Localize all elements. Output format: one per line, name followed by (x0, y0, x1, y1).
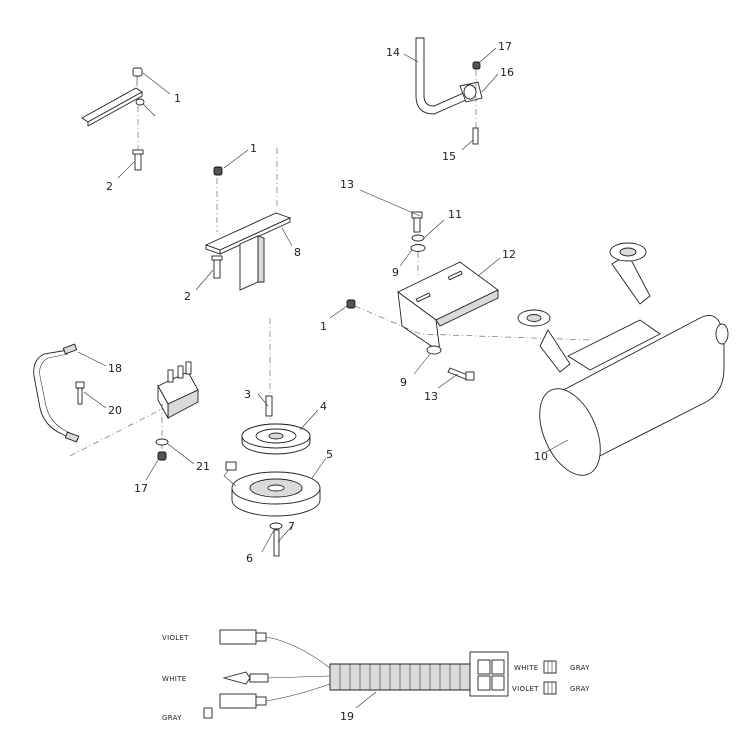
callout-number: 17 (134, 482, 148, 495)
callout-number: 6 (246, 552, 253, 565)
callout-number: 1 (174, 92, 181, 105)
callout-number: 13 (424, 390, 438, 403)
solenoid-relay (69, 361, 199, 481)
callout-number: 19 (340, 710, 354, 723)
callout-number: 2 (184, 290, 191, 303)
tube-clamp-assembly (403, 37, 499, 151)
callout-number: 21 (196, 460, 210, 473)
callout-number: 2 (106, 180, 113, 193)
callout-number: 17 (498, 40, 512, 53)
callout-number: 18 (108, 362, 122, 375)
pto-clutch-assembly (223, 318, 327, 557)
callout-number: 5 (326, 448, 333, 461)
wire-label-white: WHITE (162, 675, 186, 683)
callout-number: 7 (288, 520, 295, 533)
callout-number: 20 (108, 404, 122, 417)
callout-number: 14 (386, 46, 400, 59)
wiring-harness (203, 629, 557, 719)
center-bracket-assembly (195, 148, 293, 291)
callout-number: 9 (400, 376, 407, 389)
wire-label-violet: VIOLET (512, 685, 539, 693)
wire-label-white: WHITE (514, 664, 538, 672)
callout-number: 12 (502, 248, 516, 261)
callout-number: 13 (340, 178, 354, 191)
callout-number: 15 (442, 150, 456, 163)
callout-number: 1 (320, 320, 327, 333)
wire-label-gray: GRAY (570, 664, 590, 672)
wire-label-gray: GRAY (570, 685, 590, 693)
wire-color-labels: VIOLET WHITE GRAY WHITE GRAY VIOLET GRAY (162, 634, 590, 722)
callout-number: 11 (448, 208, 462, 221)
callout-number: 9 (392, 266, 399, 279)
callout-labels: 1 2 1 8 2 14 17 16 15 13 11 9 12 1 9 13 … (106, 40, 548, 723)
callout-number: 8 (294, 246, 301, 259)
callout-number: 3 (244, 388, 251, 401)
muffler (517, 242, 729, 476)
callout-number: 16 (500, 66, 514, 79)
wire-label-gray: GRAY (162, 714, 182, 722)
wire-label-violet: VIOLET (162, 634, 189, 642)
ground-cable-assembly (33, 343, 107, 443)
bar-assembly-top-left (81, 67, 171, 179)
callout-number: 10 (534, 450, 548, 463)
heat-shield-assembly (329, 189, 591, 389)
callout-number: 4 (320, 400, 327, 413)
callout-number: 1 (250, 142, 257, 155)
